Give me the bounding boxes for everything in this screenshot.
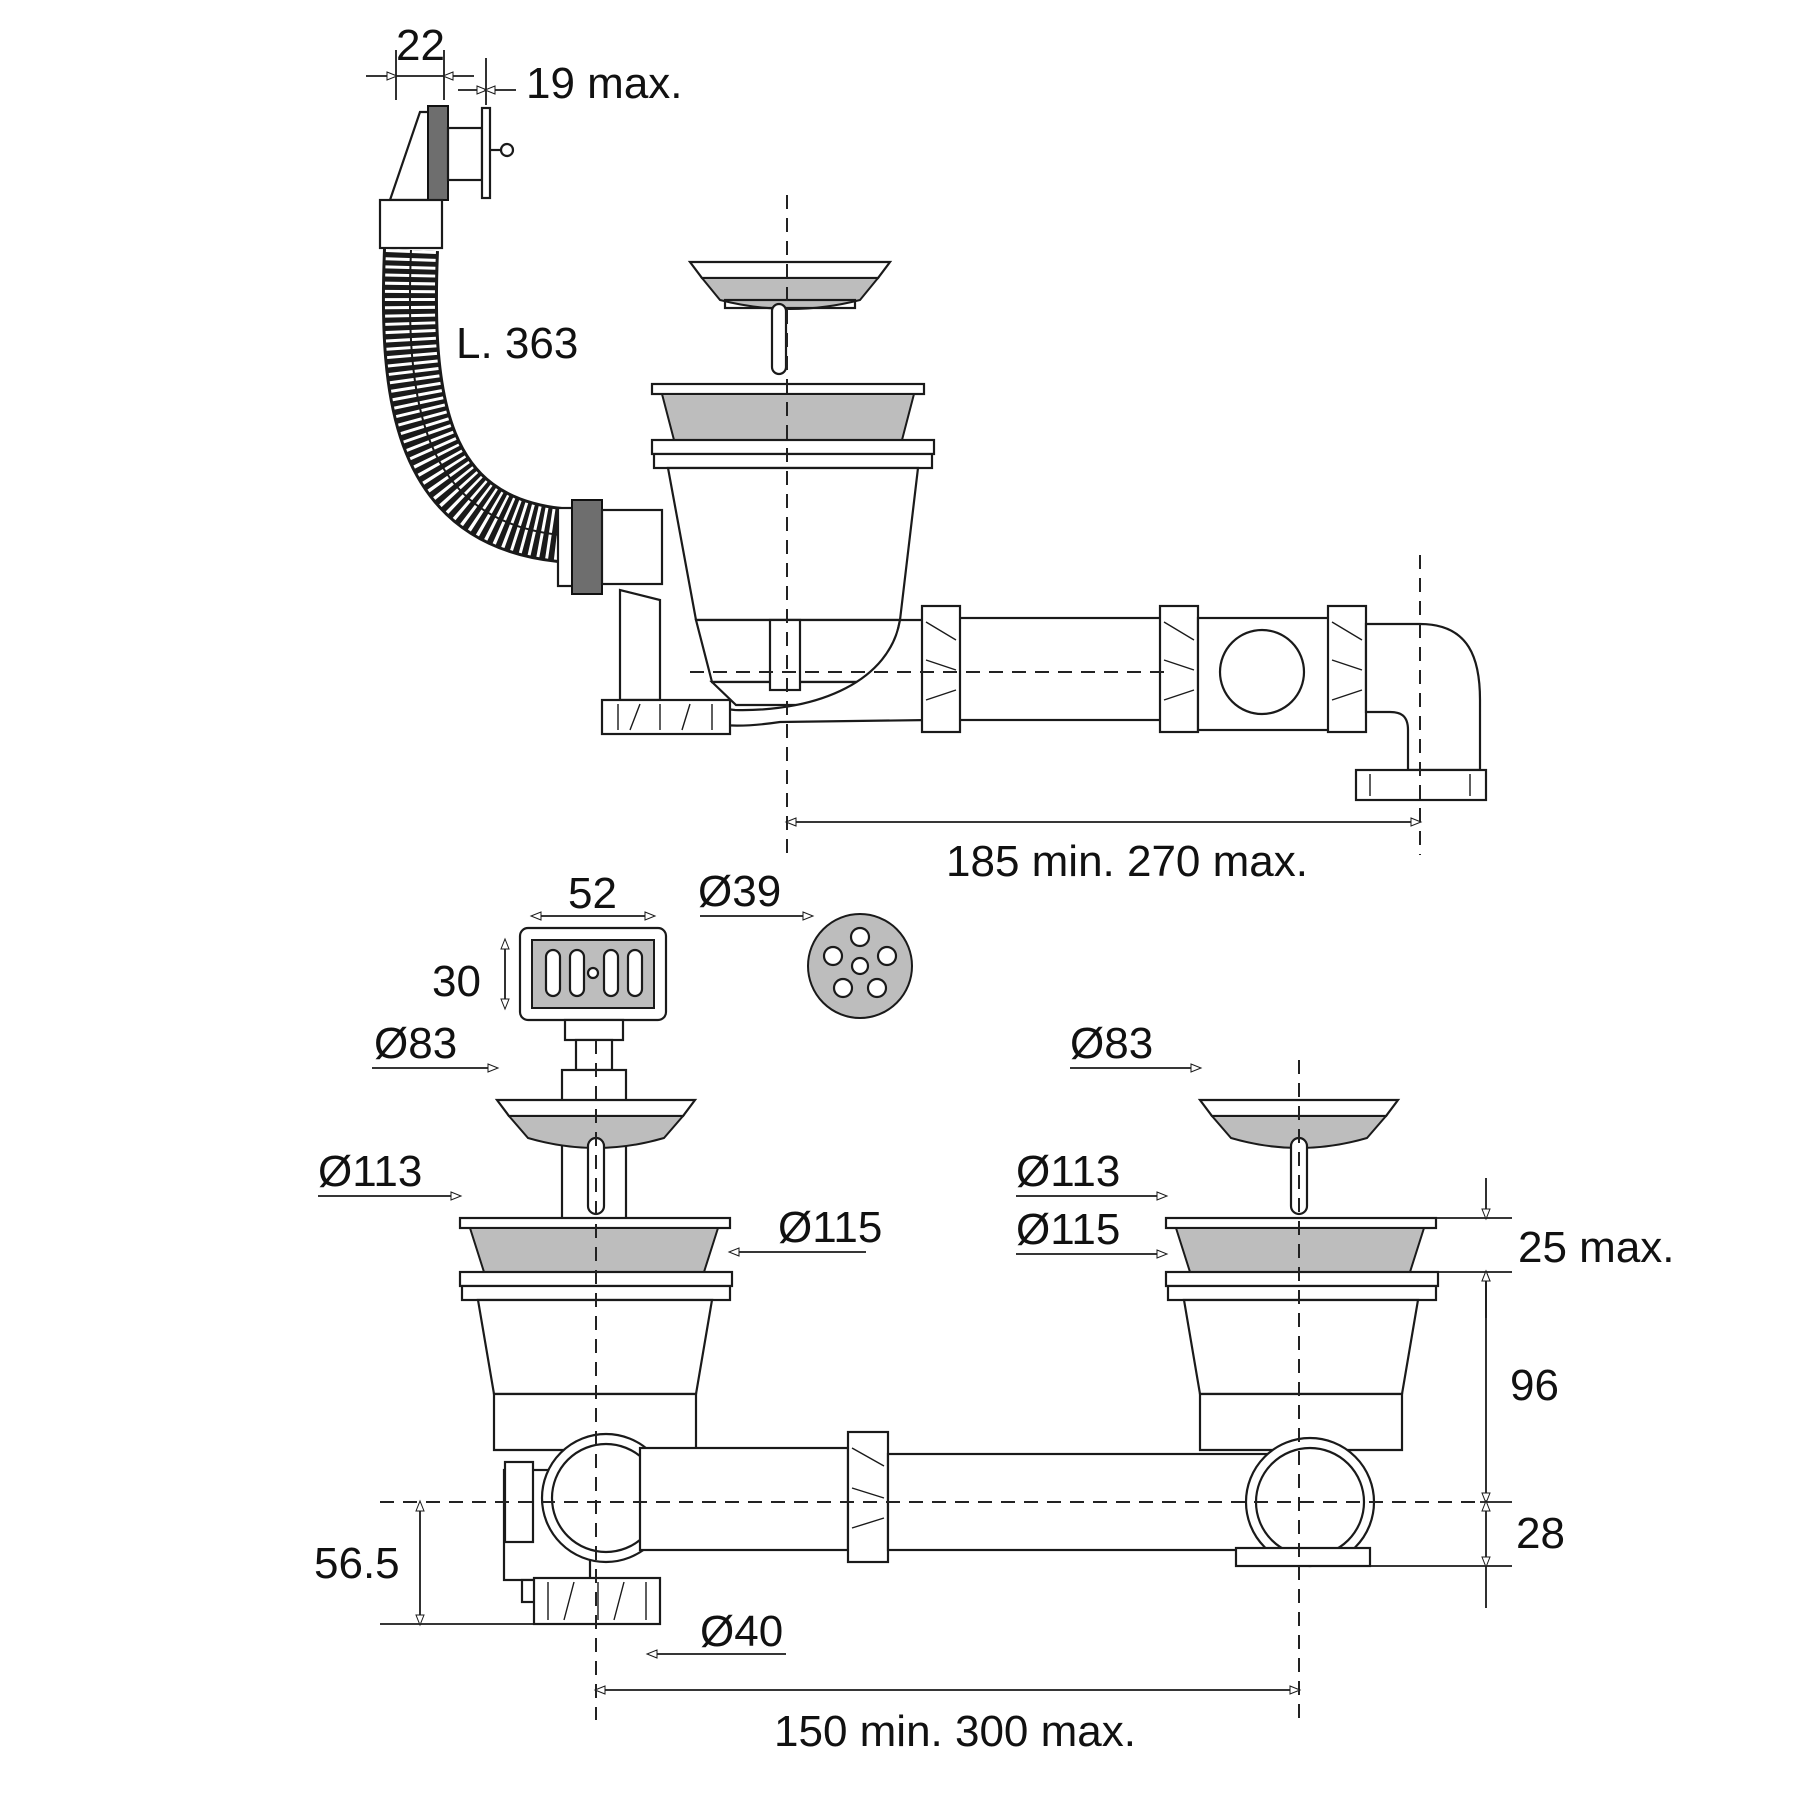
overflow-head bbox=[388, 105, 515, 202]
label-flange-right-inner: Ø113 bbox=[1016, 1147, 1120, 1196]
horizontal-pipe-top bbox=[920, 604, 1368, 734]
waste-body-top bbox=[650, 382, 936, 727]
label-flange-left-inner: Ø113 bbox=[318, 1147, 422, 1196]
label-hose-length: L. 363 bbox=[456, 319, 578, 368]
dim-overflow bbox=[366, 50, 516, 105]
label-pipe-offset: 28 bbox=[1516, 1509, 1565, 1558]
basket-top bbox=[687, 260, 893, 376]
top-assembly: 22 19 max. L. 363 185 min. 270 max. bbox=[366, 21, 1488, 886]
label-overflow-thickness: 19 max. bbox=[526, 59, 683, 108]
label-bottom-offset: 150 min. 300 max. bbox=[774, 1707, 1136, 1756]
overflow-hose bbox=[378, 198, 564, 563]
label-round-grid-diameter: Ø39 bbox=[698, 867, 781, 916]
label-outlet-drop: 56.5 bbox=[314, 1539, 400, 1588]
label-overflow-width: 22 bbox=[396, 21, 445, 70]
label-top-offset: 185 min. 270 max. bbox=[946, 837, 1308, 886]
label-flange-height: 25 max. bbox=[1518, 1223, 1675, 1272]
bottom-assembly: Ø83 Ø113 Ø115 Ø83 Ø113 Ø115 25 max. 96 2… bbox=[314, 1019, 1675, 1756]
round-grid-detail: Ø39 bbox=[698, 867, 913, 1019]
outlet-nut-top bbox=[600, 698, 732, 736]
leaders-bottom bbox=[318, 1063, 1512, 1695]
label-body-height: 96 bbox=[1510, 1361, 1559, 1410]
label-overflow-rect-width: 52 bbox=[568, 869, 617, 918]
horizontal-pipe-bottom bbox=[638, 1430, 1270, 1564]
label-outlet-diameter: Ø40 bbox=[700, 1607, 783, 1656]
label-basket-right-diameter: Ø83 bbox=[1070, 1019, 1153, 1068]
label-flange-left-outer: Ø115 bbox=[778, 1203, 882, 1252]
label-flange-right-outer: Ø115 bbox=[1016, 1205, 1120, 1254]
label-basket-left-diameter: Ø83 bbox=[374, 1019, 457, 1068]
label-overflow-rect-height: 30 bbox=[432, 957, 481, 1006]
overflow-rect-detail: 52 30 bbox=[432, 869, 668, 1072]
hose-connector bbox=[556, 499, 664, 595]
